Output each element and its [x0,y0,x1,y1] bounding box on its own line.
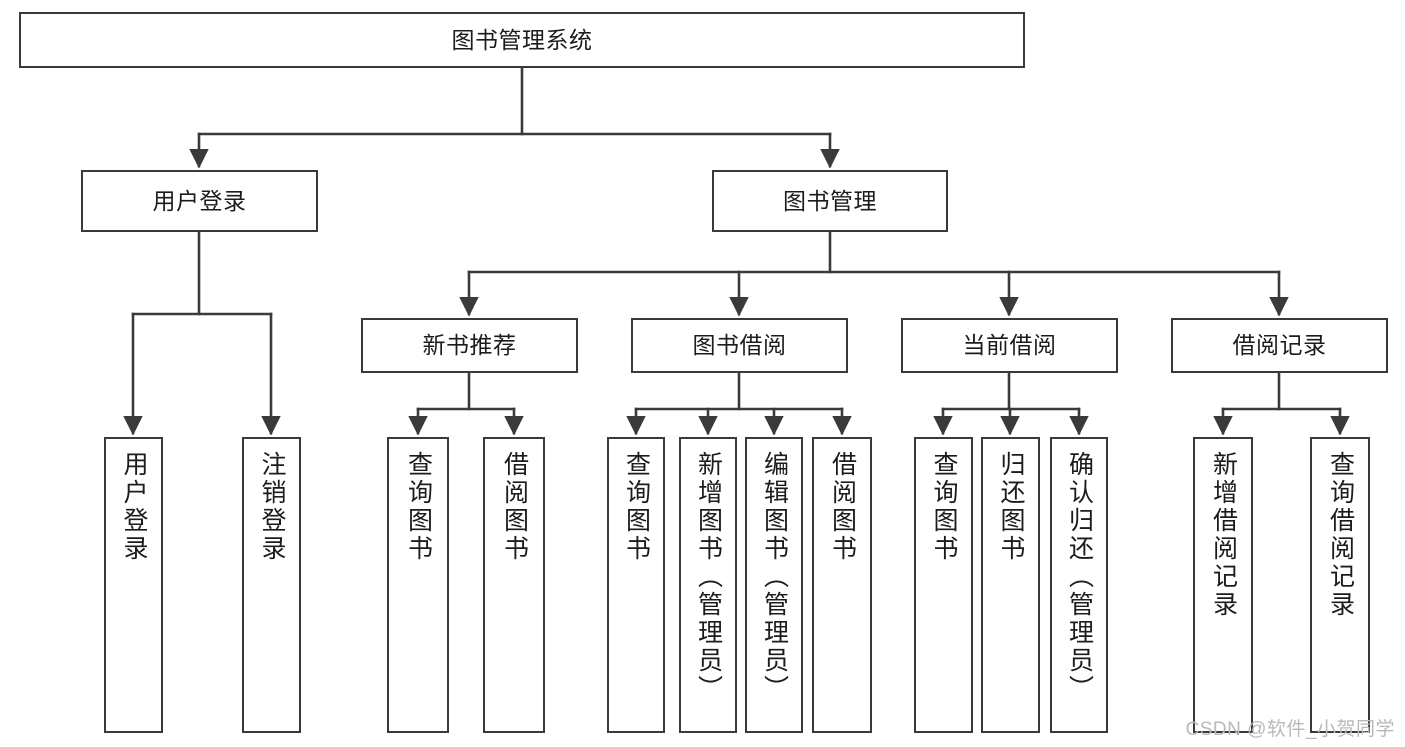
node-leaf-borrow-book-1[interactable]: 借阅图书 [483,437,545,733]
node-borrow-record-label: 借阅记录 [1232,332,1327,359]
node-leaf-add-book[interactable]: 新增图书（管理员） [679,437,737,733]
node-leaf-return-book[interactable]: 归还图书 [981,437,1040,733]
node-user-login[interactable]: 用户登录 [81,170,318,232]
node-leaf-user-login-label: 用户登录 [120,451,148,563]
node-book-manage[interactable]: 图书管理 [712,170,948,232]
node-leaf-query-record-label: 查询借阅记录 [1326,451,1355,619]
node-leaf-query-book-3[interactable]: 查询图书 [914,437,973,733]
node-leaf-confirm-return[interactable]: 确认归还（管理员） [1050,437,1108,733]
node-leaf-add-record-label: 新增借阅记录 [1209,451,1238,619]
node-leaf-query-book-1-label: 查询图书 [404,451,433,563]
node-leaf-edit-book-label: 编辑图书（管理员） [760,451,789,703]
node-user-login-label: 用户登录 [152,187,247,214]
node-current-borrow-label: 当前借阅 [962,332,1057,359]
node-new-book-rec[interactable]: 新书推荐 [361,318,578,373]
node-leaf-query-book-1[interactable]: 查询图书 [387,437,449,733]
node-leaf-user-login[interactable]: 用户登录 [104,437,163,733]
node-current-borrow[interactable]: 当前借阅 [901,318,1118,373]
node-book-borrow[interactable]: 图书借阅 [631,318,848,373]
node-leaf-user-logout-label: 注销登录 [258,451,286,563]
node-borrow-record[interactable]: 借阅记录 [1171,318,1388,373]
node-leaf-add-book-label: 新增图书（管理员） [694,451,723,703]
node-book-manage-label: 图书管理 [783,187,877,214]
node-root-label: 图书管理系统 [451,26,593,53]
node-leaf-borrow-book-1-label: 借阅图书 [500,451,529,563]
node-leaf-confirm-return-label: 确认归还（管理员） [1065,451,1094,703]
node-leaf-query-book-2[interactable]: 查询图书 [607,437,665,733]
node-leaf-user-logout[interactable]: 注销登录 [242,437,301,733]
node-leaf-query-record[interactable]: 查询借阅记录 [1310,437,1370,733]
node-leaf-return-book-label: 归还图书 [997,451,1025,563]
node-leaf-edit-book[interactable]: 编辑图书（管理员） [745,437,803,733]
node-new-book-rec-label: 新书推荐 [422,332,517,359]
node-leaf-query-book-2-label: 查询图书 [622,451,651,563]
node-root[interactable]: 图书管理系统 [19,12,1025,68]
node-book-borrow-label: 图书借阅 [692,332,787,359]
node-leaf-query-book-3-label: 查询图书 [930,451,958,563]
csdn-watermark: CSDN @软件_小贺同学 [1185,719,1395,740]
node-leaf-borrow-book-2[interactable]: 借阅图书 [812,437,872,733]
node-leaf-borrow-book-2-label: 借阅图书 [828,451,857,563]
node-leaf-add-record[interactable]: 新增借阅记录 [1193,437,1253,733]
